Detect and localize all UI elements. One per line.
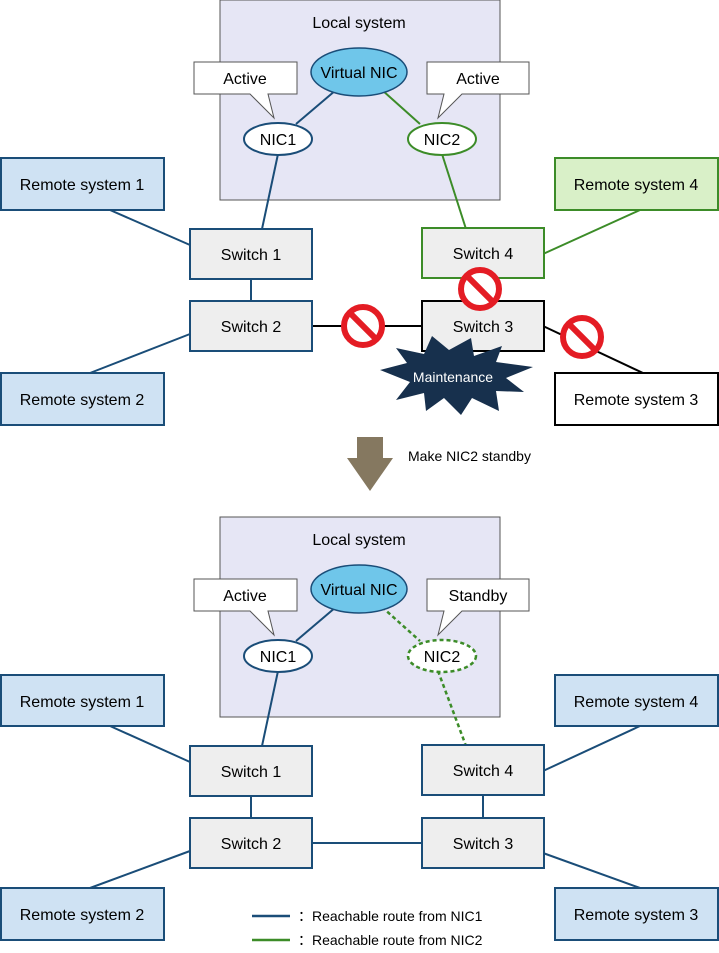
bottom-nic2-status-callout: Standby [426, 578, 530, 637]
bottom-remote-system-4-label: Remote system 4 [574, 694, 699, 711]
bottom-switch-4 [421, 744, 545, 796]
top-nic2-label: NIC2 [424, 132, 461, 149]
top-route-remote4-switch4 [542, 209, 641, 255]
legend-nic2-label: ：Reachable route from NIC2 [298, 932, 483, 948]
bottom-nic2-label: NIC2 [424, 649, 461, 666]
top-switch-1-label: Switch 1 [221, 247, 282, 264]
bottom-nic1-status-label: Active [223, 588, 267, 605]
bottom-route-remote2-switch2 [89, 850, 191, 889]
bottom-switch-3-label: Switch 3 [453, 836, 514, 853]
top-switch-1 [189, 228, 313, 280]
bottom-route-vnic-nic2 [381, 606, 421, 642]
bottom-switch-3 [421, 817, 545, 869]
legend: ：Reachable route from NIC1 ：Reachable ro… [252, 908, 483, 948]
bottom-nic1-label: NIC1 [260, 649, 297, 666]
top-switch-2-label: Switch 2 [221, 319, 282, 336]
bottom-switch-4-label: Switch 4 [453, 763, 514, 780]
top-nic1-status-callout: Active [193, 61, 298, 120]
bottom-nic1 [243, 639, 313, 673]
maintenance-label: Maintenance [413, 369, 493, 385]
top-route-remote2-switch2 [89, 333, 191, 374]
top-virtual-nic-label: Virtual NIC [320, 65, 397, 82]
prohibit-icon [560, 315, 604, 359]
top-route-vnic-nic2 [381, 89, 421, 125]
top-local-system-label: Local system [312, 15, 405, 32]
prohibit-icon [341, 304, 385, 348]
transition: Make NIC2 standby [347, 437, 531, 491]
bottom-route-nic1-switch1 [261, 670, 279, 747]
top-route-vnic-nic1 [295, 89, 337, 125]
bottom-nic2 [406, 638, 478, 674]
top-route-nic1-switch1 [261, 153, 279, 230]
legend-nic1-label: ：Reachable route from NIC1 [298, 908, 483, 924]
top-switch-4-label: Switch 4 [453, 246, 514, 263]
bottom-route-nic2-switch4 [436, 670, 468, 747]
top-nic1-status-label: Active [223, 71, 267, 88]
top-nic1-label: NIC1 [260, 132, 297, 149]
top-remote-system-1-label: Remote system 1 [20, 177, 145, 194]
bottom-diagram: Local system Active Standby Virtual NIC … [0, 516, 719, 941]
bottom-switch-2-label: Switch 2 [221, 836, 282, 853]
bottom-local-system-label: Local system [312, 532, 405, 549]
top-diagram: Local system Active Active Virtual NIC N… [0, 0, 719, 426]
top-remote-system-4 [554, 157, 719, 211]
top-nic2-status-callout: Active [426, 61, 530, 120]
bottom-remote-system-2 [0, 887, 165, 941]
top-virtual-nic [310, 47, 408, 97]
bottom-switch-2 [189, 817, 313, 869]
top-route-nic2-switch4 [441, 153, 467, 230]
bottom-nic2-status-label: Standby [449, 588, 508, 605]
bottom-switch-1-label: Switch 1 [221, 764, 282, 781]
top-nic2 [407, 122, 477, 156]
top-nic2-status-label: Active [456, 71, 500, 88]
top-switch-2 [189, 300, 313, 352]
top-remote-system-1 [0, 157, 165, 211]
bottom-remote-system-3-label: Remote system 3 [574, 907, 699, 924]
bottom-remote-system-2-label: Remote system 2 [20, 907, 145, 924]
bottom-route-remote1-switch1 [109, 725, 191, 763]
bottom-remote-system-3 [554, 887, 719, 941]
top-switch-3-label: Switch 3 [453, 319, 514, 336]
bottom-nic1-status-callout: Active [193, 578, 298, 637]
bottom-remote-system-1-label: Remote system 1 [20, 694, 145, 711]
top-remote-system-2 [0, 372, 165, 426]
top-remote-system-3-label: Remote system 3 [574, 392, 699, 409]
maintenance-burst [380, 336, 533, 415]
transition-label: Make NIC2 standby [408, 448, 531, 464]
bottom-remote-system-1 [0, 674, 165, 727]
bottom-route-remote4-switch4 [542, 725, 641, 772]
top-route-remote1-switch1 [109, 209, 191, 246]
top-remote-system-4-label: Remote system 4 [574, 177, 699, 194]
bottom-virtual-nic-label: Virtual NIC [320, 582, 397, 599]
top-remote-system-2-label: Remote system 2 [20, 392, 145, 409]
prohibit-icon [458, 267, 502, 311]
bottom-switch-1 [189, 745, 313, 797]
top-remote-system-3 [554, 372, 719, 426]
bottom-route-vnic-nic1 [295, 606, 337, 642]
bottom-remote-system-4 [554, 674, 719, 727]
bottom-virtual-nic [310, 564, 408, 614]
top-nic1 [243, 122, 313, 156]
bottom-route-switch3-remote3 [542, 852, 641, 889]
down-arrow-icon [347, 437, 393, 491]
